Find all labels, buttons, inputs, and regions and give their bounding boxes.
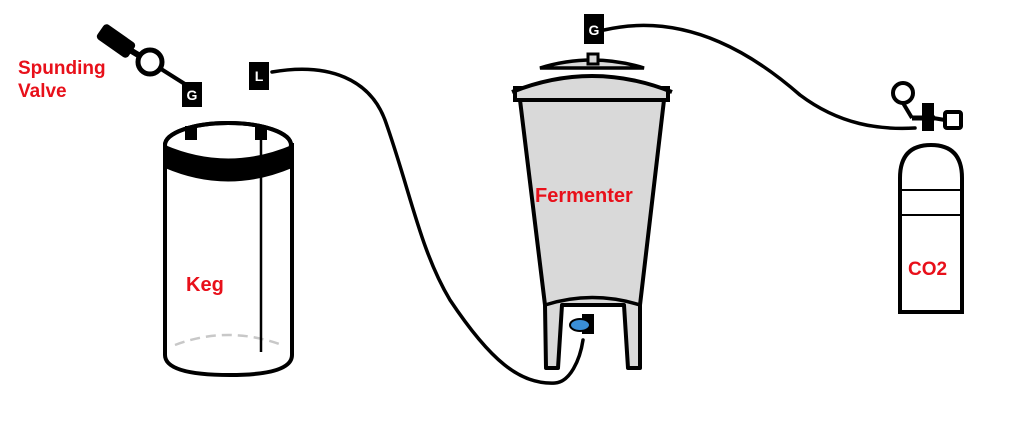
fermenter-spigot: [569, 314, 594, 334]
gas-hose: [602, 23, 917, 131]
keg: [163, 121, 294, 378]
regulator-knob-icon: [943, 110, 963, 130]
spunding-label-line2: Valve: [18, 81, 67, 102]
keg-gas-fitting-label: G: [187, 87, 198, 103]
keg-gas-fitting: G: [182, 82, 202, 107]
keg-liquid-fitting-label: L: [255, 68, 264, 84]
spunding-label-line1: Spunding: [18, 58, 106, 79]
keg-liquid-fitting: L: [249, 62, 269, 90]
spunding-valve-label: Spunding Valve: [18, 58, 111, 102]
co2-label: CO2: [908, 259, 947, 280]
spigot-valve-icon: [569, 318, 591, 332]
fermenter-label: Fermenter: [535, 185, 633, 207]
fermenter-gas-fitting: G: [584, 14, 604, 44]
liquid-post-icon: [255, 126, 267, 140]
regulator-gauge-icon: [891, 81, 915, 105]
spunding-valve: [96, 24, 190, 88]
fermenter: [511, 52, 673, 370]
gas-post-icon: [185, 126, 197, 140]
keg-label: Keg: [186, 274, 224, 296]
co2-tank: [891, 81, 964, 314]
fermenter-gas-fitting-label: G: [589, 22, 600, 38]
pressure-gauge-icon: [135, 47, 165, 77]
liquid-hose: [270, 67, 585, 385]
